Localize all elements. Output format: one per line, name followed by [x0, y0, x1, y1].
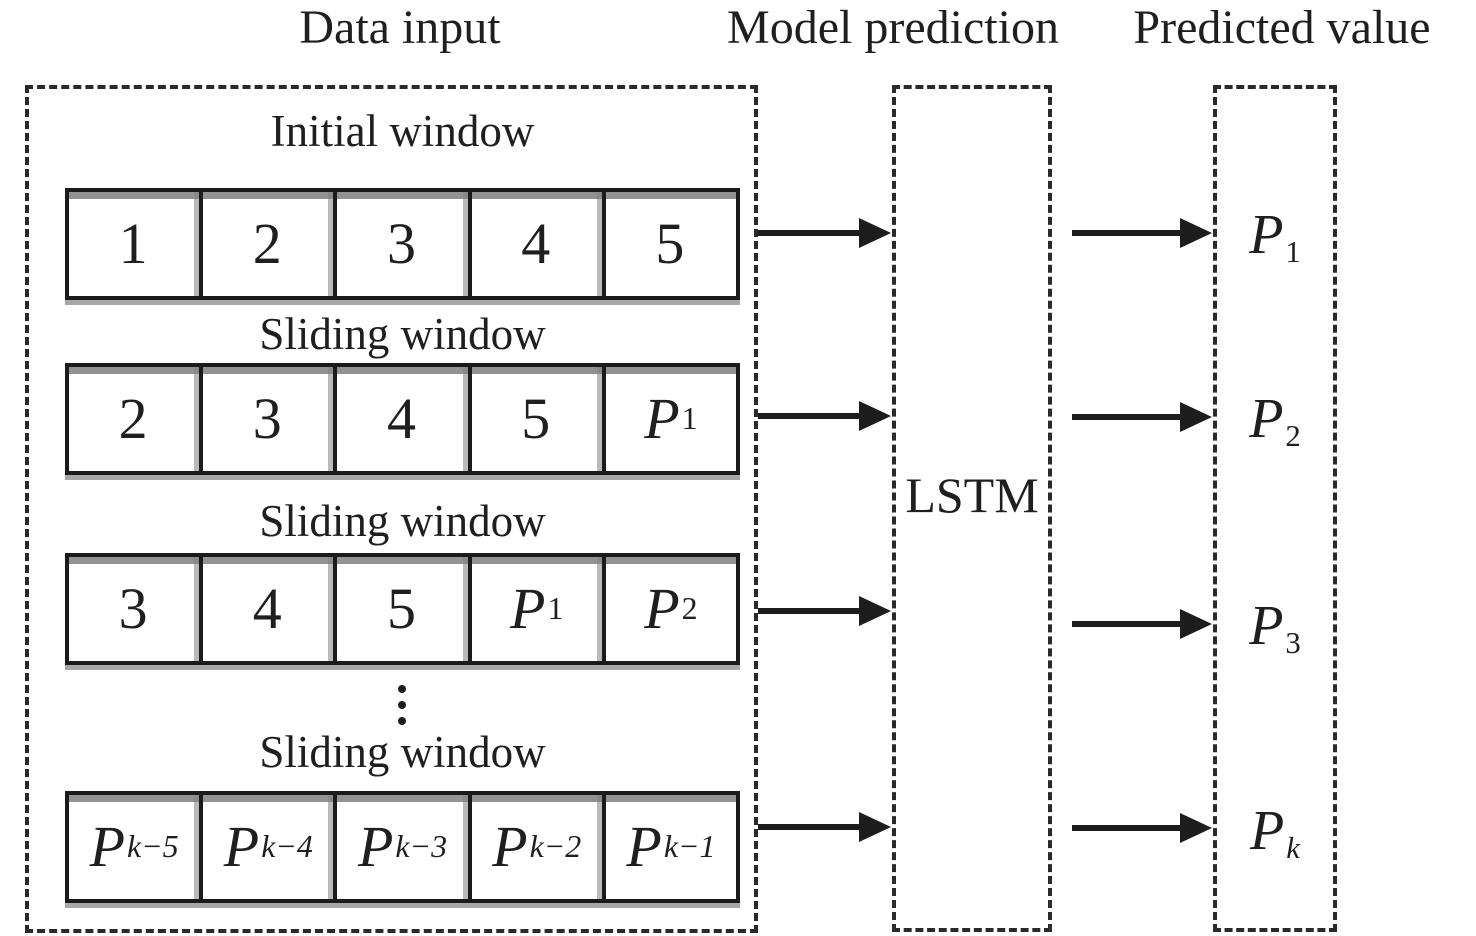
lstm-label: LSTM — [905, 467, 1039, 523]
window-cell: 2 — [199, 192, 333, 296]
arrow-head-icon — [1180, 402, 1212, 432]
arrow-head-icon — [1180, 218, 1212, 248]
arrow-shaft — [758, 824, 863, 830]
window-cell: 2 — [118, 386, 148, 451]
window-cell: 3 — [199, 367, 333, 471]
arrow-shaft — [758, 608, 863, 614]
arrow-shaft — [1072, 621, 1184, 627]
window-label-sliding-1: Sliding window — [259, 309, 546, 359]
predicted-value-2: P2 — [1249, 387, 1301, 453]
window-cell: 3 — [333, 192, 467, 296]
model-prediction-panel: LSTM — [892, 85, 1052, 932]
predicted-value-panel: P1 P2 P3 Pk — [1213, 85, 1337, 932]
window-cell: 5 — [601, 192, 736, 296]
arrow-head-icon — [859, 401, 891, 431]
arrow-head-icon — [859, 596, 891, 626]
arrow-head-icon — [1180, 609, 1212, 639]
ellipsis-dot — [398, 685, 406, 693]
window-cell: 5 — [467, 367, 602, 471]
window-cell: 3 — [118, 576, 148, 641]
window-cell: 5 — [333, 557, 467, 661]
arrow-head-icon — [859, 218, 891, 248]
predicted-value-k: Pk — [1250, 799, 1300, 865]
ellipsis-dot — [398, 701, 406, 709]
predicted-value-1: P1 — [1249, 203, 1301, 269]
window-cell: 1 — [118, 211, 148, 276]
window-label-sliding-2: Sliding window — [259, 496, 546, 546]
arrow-shaft — [758, 413, 863, 419]
arrow-head-icon — [1180, 813, 1212, 843]
window-cell: 4 — [333, 367, 467, 471]
window-label-initial: Initial window — [270, 106, 535, 156]
title-predicted-value: Predicted value — [1133, 1, 1431, 54]
predicted-value-3: P3 — [1249, 594, 1301, 660]
ellipsis-dot — [398, 717, 406, 725]
data-input-panel: Initial window 1 2 3 4 5 Sliding window … — [25, 85, 758, 933]
title-data-input: Data input — [299, 1, 501, 54]
window-label-sliding-3: Sliding window — [259, 727, 546, 777]
window-cell: 4 — [467, 192, 602, 296]
vertical-ellipsis — [398, 685, 406, 725]
arrow-shaft — [1072, 414, 1184, 420]
arrow-head-icon — [859, 812, 891, 842]
window-cell: 4 — [199, 557, 333, 661]
window-row-1: 1 2 3 4 5 — [65, 188, 740, 300]
title-model-prediction: Model prediction — [727, 1, 1059, 54]
arrow-shaft — [1072, 230, 1184, 236]
arrow-shaft — [758, 230, 863, 236]
arrow-shaft — [1072, 825, 1184, 831]
